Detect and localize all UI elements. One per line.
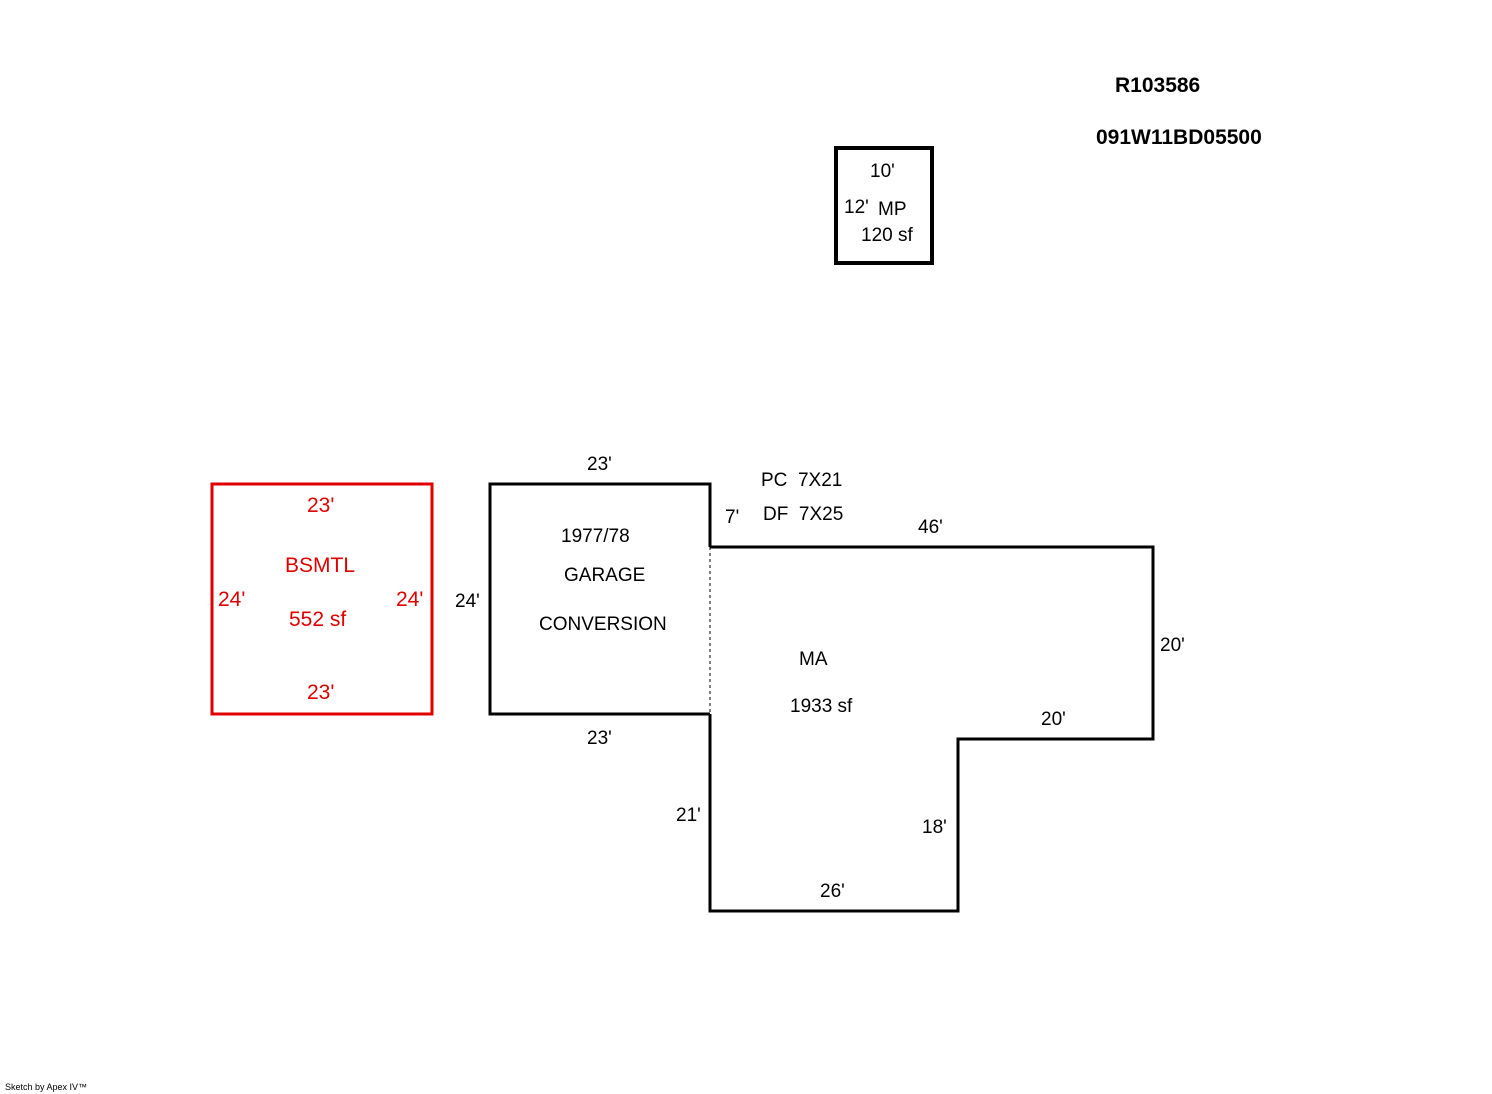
- bsmtl-outline: [210, 482, 434, 716]
- ma-inner-top-dimension: 20': [1041, 709, 1066, 730]
- garage-conversion-label: CONVERSION: [539, 614, 667, 635]
- ma-code: MA: [799, 649, 828, 670]
- bsmtl-left-dimension: 24': [218, 588, 245, 611]
- bsmtl-area: 552 sf: [289, 608, 346, 631]
- pc-note: PC 7X21: [761, 470, 842, 491]
- mp-code: MP: [878, 199, 907, 220]
- ma-inner-side-dimension: 18': [922, 817, 947, 838]
- parcel-number: 091W11BD05500: [1096, 126, 1262, 149]
- ma-area: 1933 sf: [790, 696, 853, 717]
- mp-area: 120 sf: [861, 225, 913, 246]
- mp-side-dimension: 12': [844, 197, 869, 218]
- ma-top-dimension: 46': [918, 517, 943, 538]
- bsmtl-code: BSMTL: [285, 554, 355, 577]
- garage-year: 1977/78: [561, 526, 630, 547]
- ma-left-dimension: 21': [676, 805, 701, 826]
- garage-bottom-dimension: 23': [587, 728, 612, 749]
- bsmtl-right-dimension: 24': [396, 588, 423, 611]
- bsmtl-top-dimension: 23': [307, 494, 334, 517]
- bsmtl-bottom-dimension: 23': [307, 681, 334, 704]
- garage-label: GARAGE: [564, 565, 645, 586]
- mp-outline: [834, 146, 934, 265]
- ma-bottom-dimension: 26': [820, 881, 845, 902]
- ma-outline: [708, 545, 1155, 913]
- ma-step-dimension: 7': [725, 507, 739, 528]
- mp-top-dimension: 10': [870, 161, 895, 182]
- garage-top-dimension: 23': [587, 454, 612, 475]
- garage-outline: [488, 482, 712, 716]
- ma-right-dimension: 20': [1160, 635, 1185, 656]
- sketch-credit: Sketch by Apex IV™: [5, 1082, 87, 1092]
- garage-left-dimension: 24': [455, 591, 480, 612]
- df-note: DF 7X25: [763, 504, 843, 525]
- account-number: R103586: [1115, 74, 1200, 97]
